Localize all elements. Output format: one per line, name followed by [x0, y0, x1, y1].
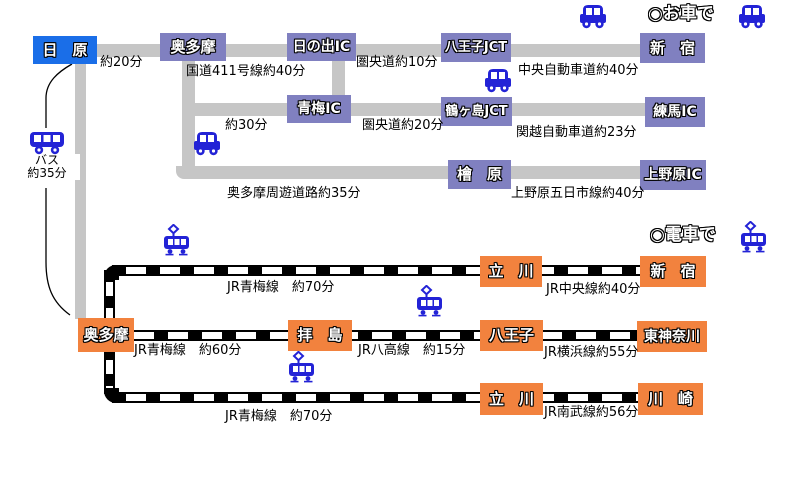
edge-label-oumeline60: JR青梅線 約60分	[134, 343, 242, 358]
station-okutama: 奥多摩	[78, 318, 134, 352]
bus-note: バス 約35分	[14, 154, 80, 180]
edge-label-oumeline70-upper: JR青梅線 約70分	[227, 280, 335, 295]
node-nerima-ic: 練馬IC	[645, 97, 705, 127]
road-nippara-okutama-station	[75, 57, 86, 319]
edge-label-20min: 約20分	[100, 55, 143, 70]
car-icon	[736, 4, 768, 29]
node-hinohara: 檜 原	[448, 160, 511, 189]
rail-oume-line-upper	[112, 265, 640, 276]
node-nippara: 日 原	[33, 36, 97, 64]
station-tachikawa-lower: 立 川	[480, 383, 543, 415]
edge-label-yokohamaline55: JR横浜線約55分	[544, 345, 639, 360]
car-icon	[577, 4, 609, 29]
train-icon	[160, 224, 192, 256]
bus-note-line2: 約35分	[27, 166, 67, 180]
rail-nambu-line	[112, 392, 638, 403]
edge-label-kanetsu23: 関越自動車道約23分	[516, 125, 637, 140]
edge-label-chuoline40: JR中央線約40分	[546, 282, 641, 297]
station-tachikawa-upper: 立 川	[480, 256, 542, 287]
node-uenohara-ic: 上野原IC	[640, 160, 706, 190]
node-tsurugashima-jct: 鶴ヶ島JCT	[441, 97, 512, 126]
bus-icon	[29, 129, 65, 155]
edge-label-chuo40: 中央自動車道約40分	[518, 63, 639, 78]
node-oume-ic: 青梅IC	[287, 95, 351, 123]
train-icon	[737, 221, 769, 253]
train-section-title: ○電車で	[650, 225, 716, 245]
bus-note-line1: バス	[34, 153, 59, 167]
node-hinode-ic: 日の出IC	[287, 33, 356, 61]
node-shinjuku-road: 新 宿	[640, 33, 705, 63]
edge-label-itsukaichi40: 上野原五日市線約40分	[511, 186, 645, 201]
car-icon	[191, 131, 223, 156]
rail-corner-bottom	[104, 388, 119, 403]
train-icon	[413, 285, 445, 317]
rail-oume-hachiko-yokohama-line	[120, 330, 638, 341]
car-icon	[482, 68, 514, 93]
train-icon	[285, 351, 317, 383]
edge-label-nambuline56: JR南武線約56分	[544, 405, 639, 420]
station-haijima: 拝 島	[288, 320, 352, 351]
road-uenohara-hinohara	[176, 166, 706, 179]
road-vertical-okutama	[182, 50, 195, 175]
edge-label-shuyudoro35: 奥多摩周遊道路約35分	[227, 186, 361, 201]
edge-label-30min: 約30分	[225, 118, 268, 133]
node-hachioji-jct: 八王子JCT	[441, 33, 511, 62]
station-kawasaki: 川 崎	[638, 383, 703, 415]
edge-label-route411: 国道411号線約40分	[186, 64, 306, 79]
edge-label-kenodo10: 圏央道約10分	[356, 55, 438, 70]
edge-label-oumeline70-lower: JR青梅線 約70分	[225, 409, 333, 424]
station-hachioji: 八王子	[480, 320, 543, 351]
edge-label-hachikoline15: JR八高線 約15分	[358, 343, 466, 358]
edge-label-kenodo20: 圏央道約20分	[362, 118, 444, 133]
station-higashi-kanagawa: 東神奈川	[637, 321, 707, 352]
car-section-title: ○お車で	[648, 4, 714, 24]
station-shinjuku: 新 宿	[640, 256, 706, 287]
rail-corner-top	[104, 265, 119, 280]
node-okutama-road: 奥多摩	[160, 33, 226, 61]
